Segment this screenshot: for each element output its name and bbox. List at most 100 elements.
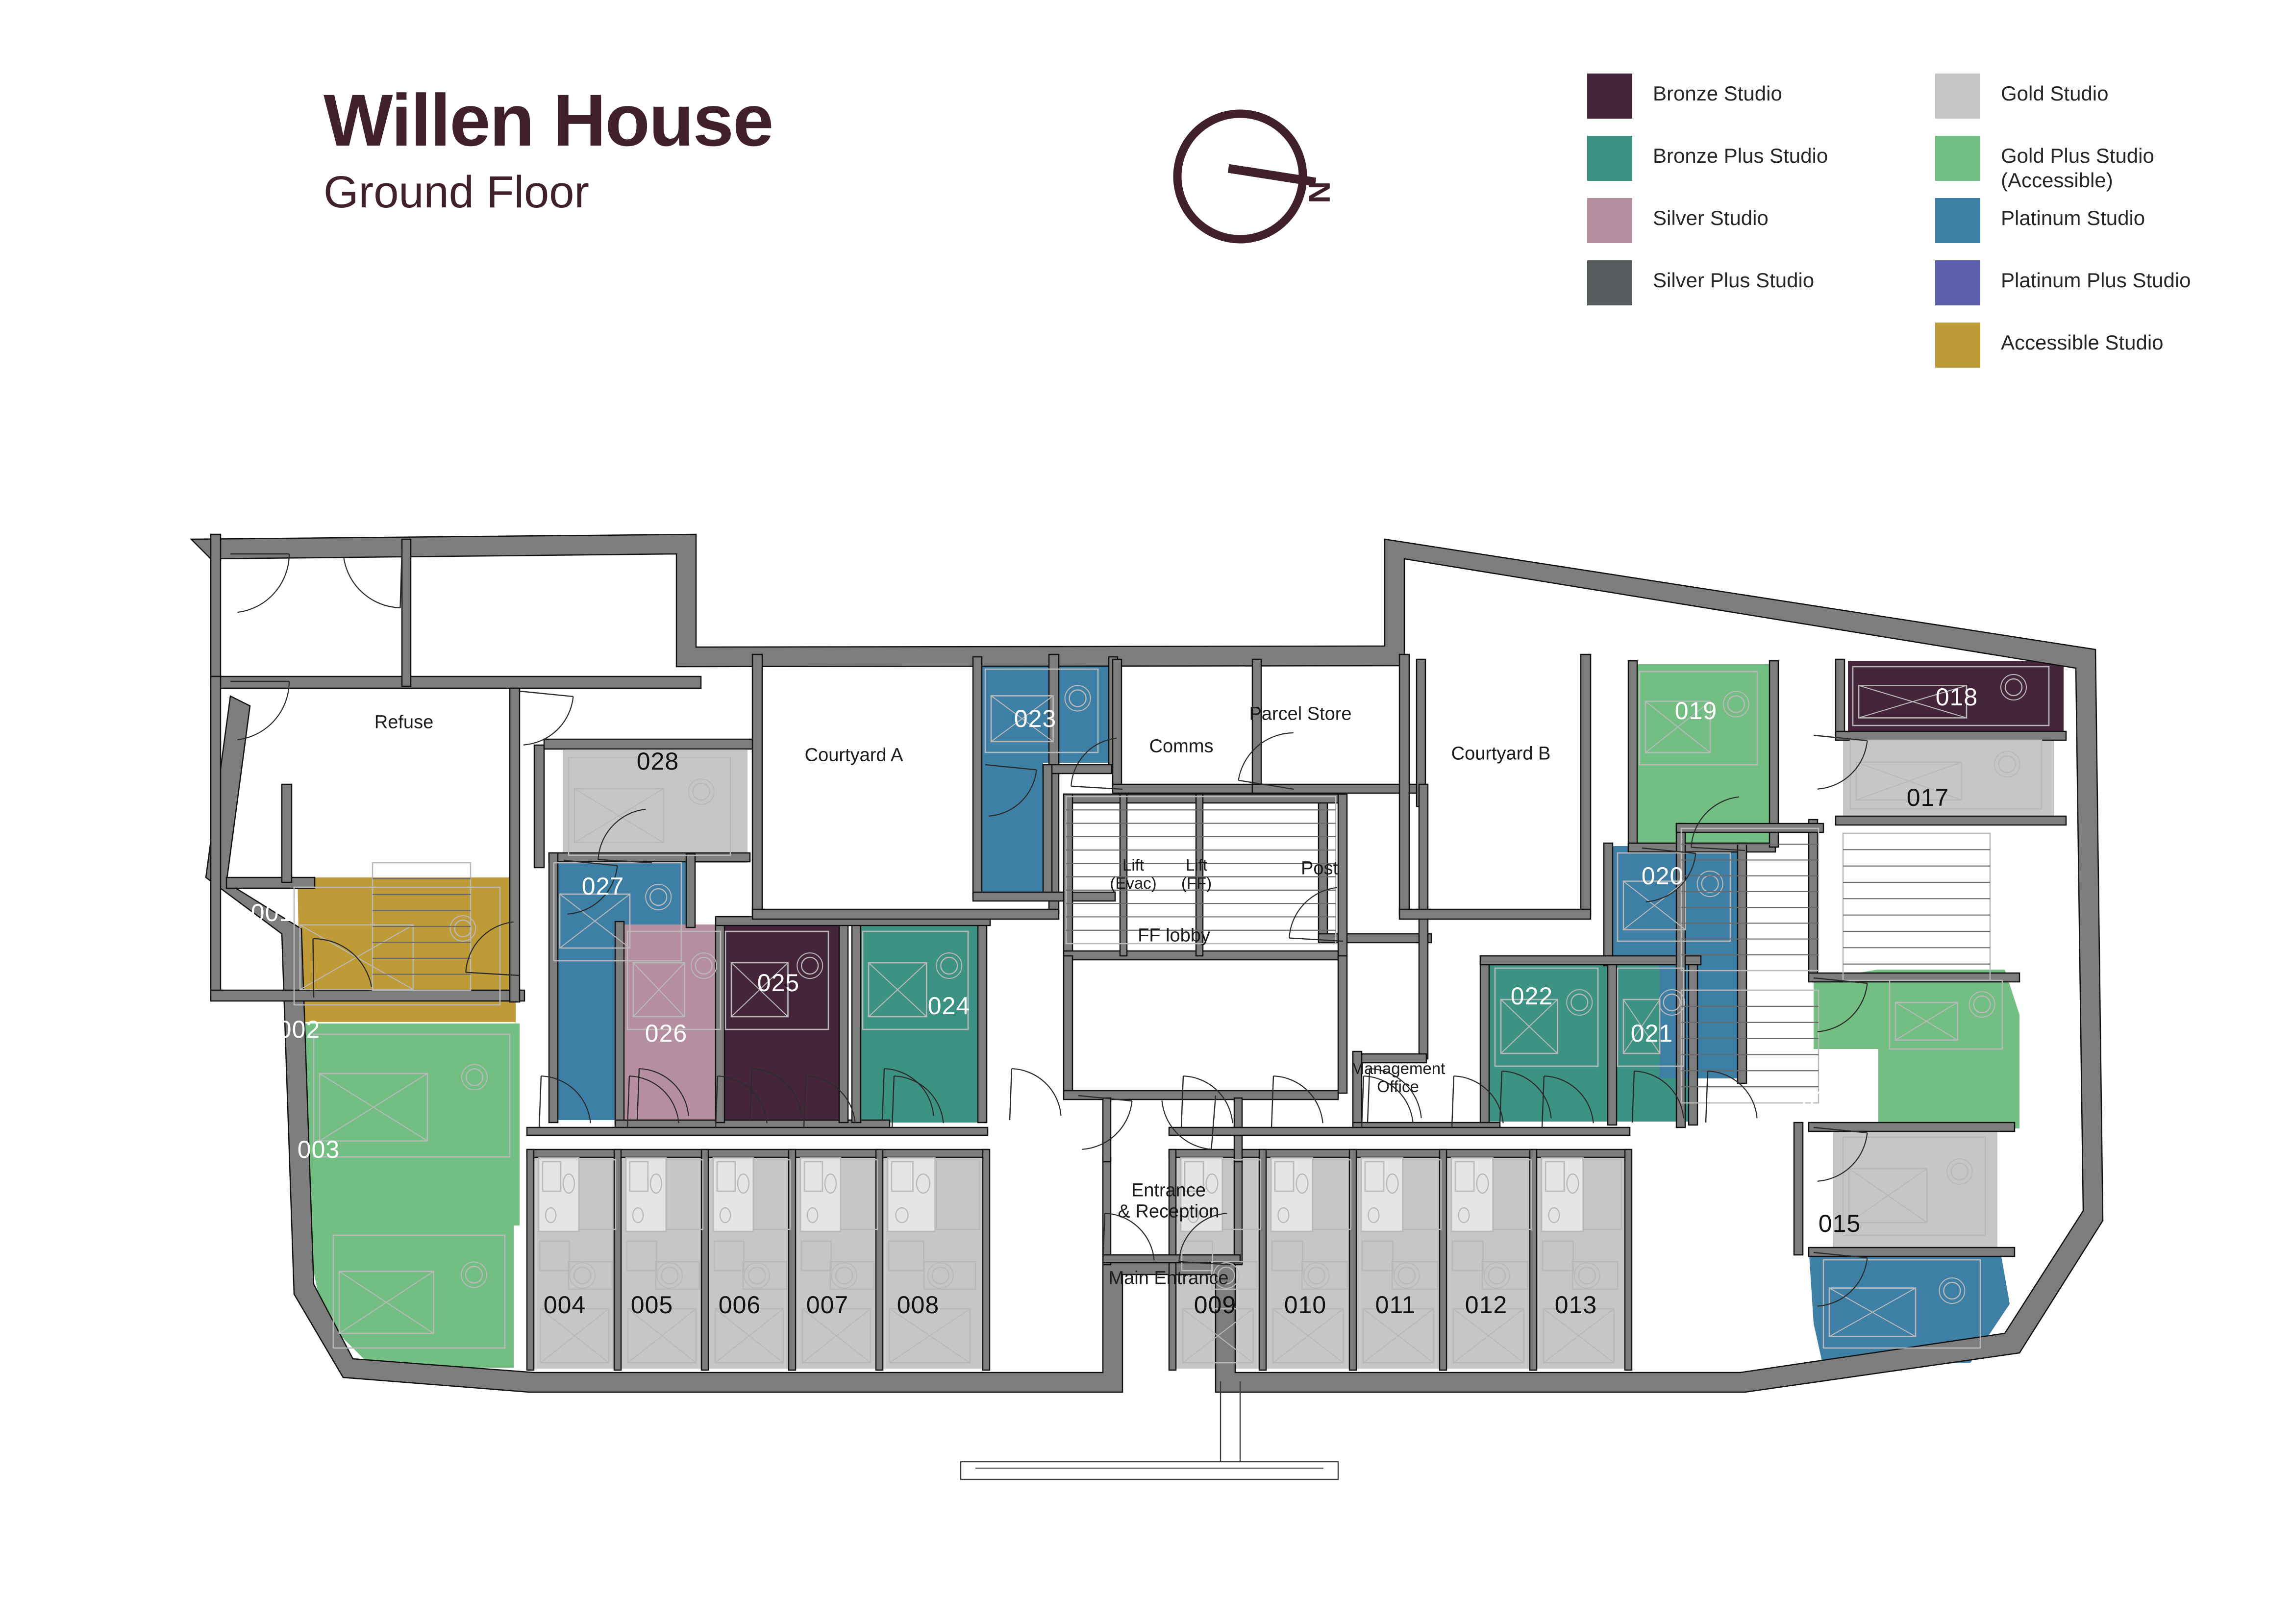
basin-fixture bbox=[632, 1207, 644, 1224]
wall-segment bbox=[1112, 783, 1256, 794]
title-block: Willen House Ground Floor bbox=[324, 83, 773, 215]
wc-fixture bbox=[824, 1173, 837, 1194]
plan-line bbox=[985, 764, 1037, 771]
plan-line bbox=[319, 1073, 428, 1142]
door-swing bbox=[1691, 796, 1739, 848]
chair-fixture bbox=[461, 1261, 487, 1288]
chair-fixture bbox=[1570, 993, 1589, 1012]
basin-fixture bbox=[1548, 1207, 1560, 1224]
wall-segment bbox=[1251, 658, 1262, 793]
bathroom-pod bbox=[538, 1157, 580, 1232]
legend-label-silver: Silver Studio bbox=[1653, 206, 1769, 229]
chair-fixture bbox=[454, 919, 472, 938]
chair-fixture bbox=[936, 952, 963, 979]
plan-line bbox=[1543, 1308, 1615, 1363]
fixture bbox=[1858, 685, 1968, 719]
fixture bbox=[629, 1161, 649, 1192]
plan-line bbox=[1271, 1076, 1274, 1128]
chair-fixture bbox=[744, 1262, 771, 1289]
wall-segment bbox=[1479, 955, 1490, 1126]
wall-segment bbox=[1793, 1122, 1804, 1256]
fixture bbox=[1454, 1161, 1475, 1192]
fixture bbox=[1312, 1159, 1351, 1230]
fixture bbox=[990, 695, 1054, 743]
room-fill-019 bbox=[1632, 664, 1770, 846]
wall-segment bbox=[1835, 658, 1845, 739]
bathroom-pod bbox=[799, 1157, 842, 1232]
door-swing bbox=[751, 1068, 802, 1116]
fixture bbox=[829, 1261, 875, 1290]
fixture bbox=[1894, 1001, 1958, 1041]
door-swing bbox=[237, 553, 290, 613]
fixture bbox=[1182, 1308, 1254, 1364]
wall-segment bbox=[1808, 972, 2020, 983]
legend-swatch-gold bbox=[1935, 74, 1980, 119]
chair-fixture bbox=[461, 1064, 488, 1091]
wc-fixture bbox=[1386, 1173, 1399, 1194]
fixture bbox=[553, 862, 682, 962]
door-swing bbox=[1817, 1257, 1868, 1307]
stair bbox=[1065, 796, 1337, 945]
chair-fixture bbox=[692, 782, 710, 801]
door-swing bbox=[1370, 1068, 1422, 1118]
plan-line bbox=[519, 690, 573, 698]
plan-line bbox=[559, 894, 630, 949]
wall-segment bbox=[210, 989, 525, 1002]
chair-fixture bbox=[927, 1262, 954, 1289]
basin-fixture bbox=[1277, 1207, 1290, 1224]
room-fill-018 bbox=[1848, 661, 2064, 735]
chair-fixture bbox=[688, 778, 715, 805]
fixture bbox=[626, 930, 722, 1030]
room-fill-017 bbox=[1843, 735, 2054, 820]
fixture bbox=[313, 1033, 511, 1158]
fixture bbox=[1583, 1159, 1622, 1230]
fixture bbox=[1852, 666, 2050, 726]
bathroom-pod bbox=[1360, 1157, 1403, 1232]
fixture bbox=[1364, 1161, 1385, 1192]
room-fill-014 bbox=[1809, 1248, 2010, 1368]
door-swing bbox=[1183, 1075, 1233, 1124]
plan-line bbox=[715, 1308, 784, 1363]
fixture bbox=[627, 1308, 697, 1364]
wall-segment bbox=[548, 852, 559, 1124]
wall-segment bbox=[685, 853, 696, 928]
page-title: Willen House bbox=[324, 79, 773, 161]
plan-line bbox=[1895, 1001, 1958, 1041]
door-swing bbox=[1817, 983, 1868, 1032]
plan-line bbox=[1858, 685, 1967, 719]
chair-fixture bbox=[1307, 1266, 1325, 1285]
fixture bbox=[1639, 671, 1758, 766]
wall-segment bbox=[1398, 653, 1410, 915]
fixture bbox=[730, 962, 789, 1018]
fixture bbox=[1301, 1261, 1348, 1290]
wall-segment bbox=[1398, 908, 1592, 920]
fixture bbox=[1622, 880, 1686, 930]
legend-item-silver: Silver Studio bbox=[1587, 198, 1935, 260]
fixture bbox=[539, 1240, 570, 1272]
bathroom-pod bbox=[1180, 1157, 1223, 1232]
wall-segment bbox=[1119, 793, 1128, 957]
plan-line bbox=[1179, 1261, 1231, 1266]
bathroom-pod bbox=[625, 1157, 667, 1232]
legend-label-bronze_plus: Bronze Plus Studio bbox=[1653, 144, 1828, 167]
wall-segment bbox=[1769, 660, 1779, 848]
chair-fixture bbox=[656, 1262, 683, 1289]
wall-segment bbox=[281, 783, 293, 883]
plan-line bbox=[1272, 1308, 1344, 1363]
fixture bbox=[1855, 761, 1962, 801]
wall-segment bbox=[1808, 1247, 2016, 1257]
fixture bbox=[1222, 1159, 1261, 1230]
wall-segment bbox=[614, 921, 625, 1124]
fixture bbox=[891, 1161, 914, 1192]
chair-fixture bbox=[2004, 678, 2023, 697]
chair-fixture bbox=[695, 956, 713, 975]
fixture bbox=[1361, 1240, 1394, 1272]
legend-swatch-gold_plus bbox=[1935, 136, 1980, 181]
stair bbox=[1680, 989, 1819, 1104]
fixture bbox=[1274, 1161, 1295, 1192]
chair-fixture bbox=[1973, 995, 1991, 1014]
plan-line bbox=[339, 1271, 434, 1334]
door-swing bbox=[1289, 887, 1337, 938]
chair-fixture bbox=[797, 952, 823, 979]
fixture bbox=[573, 788, 664, 844]
